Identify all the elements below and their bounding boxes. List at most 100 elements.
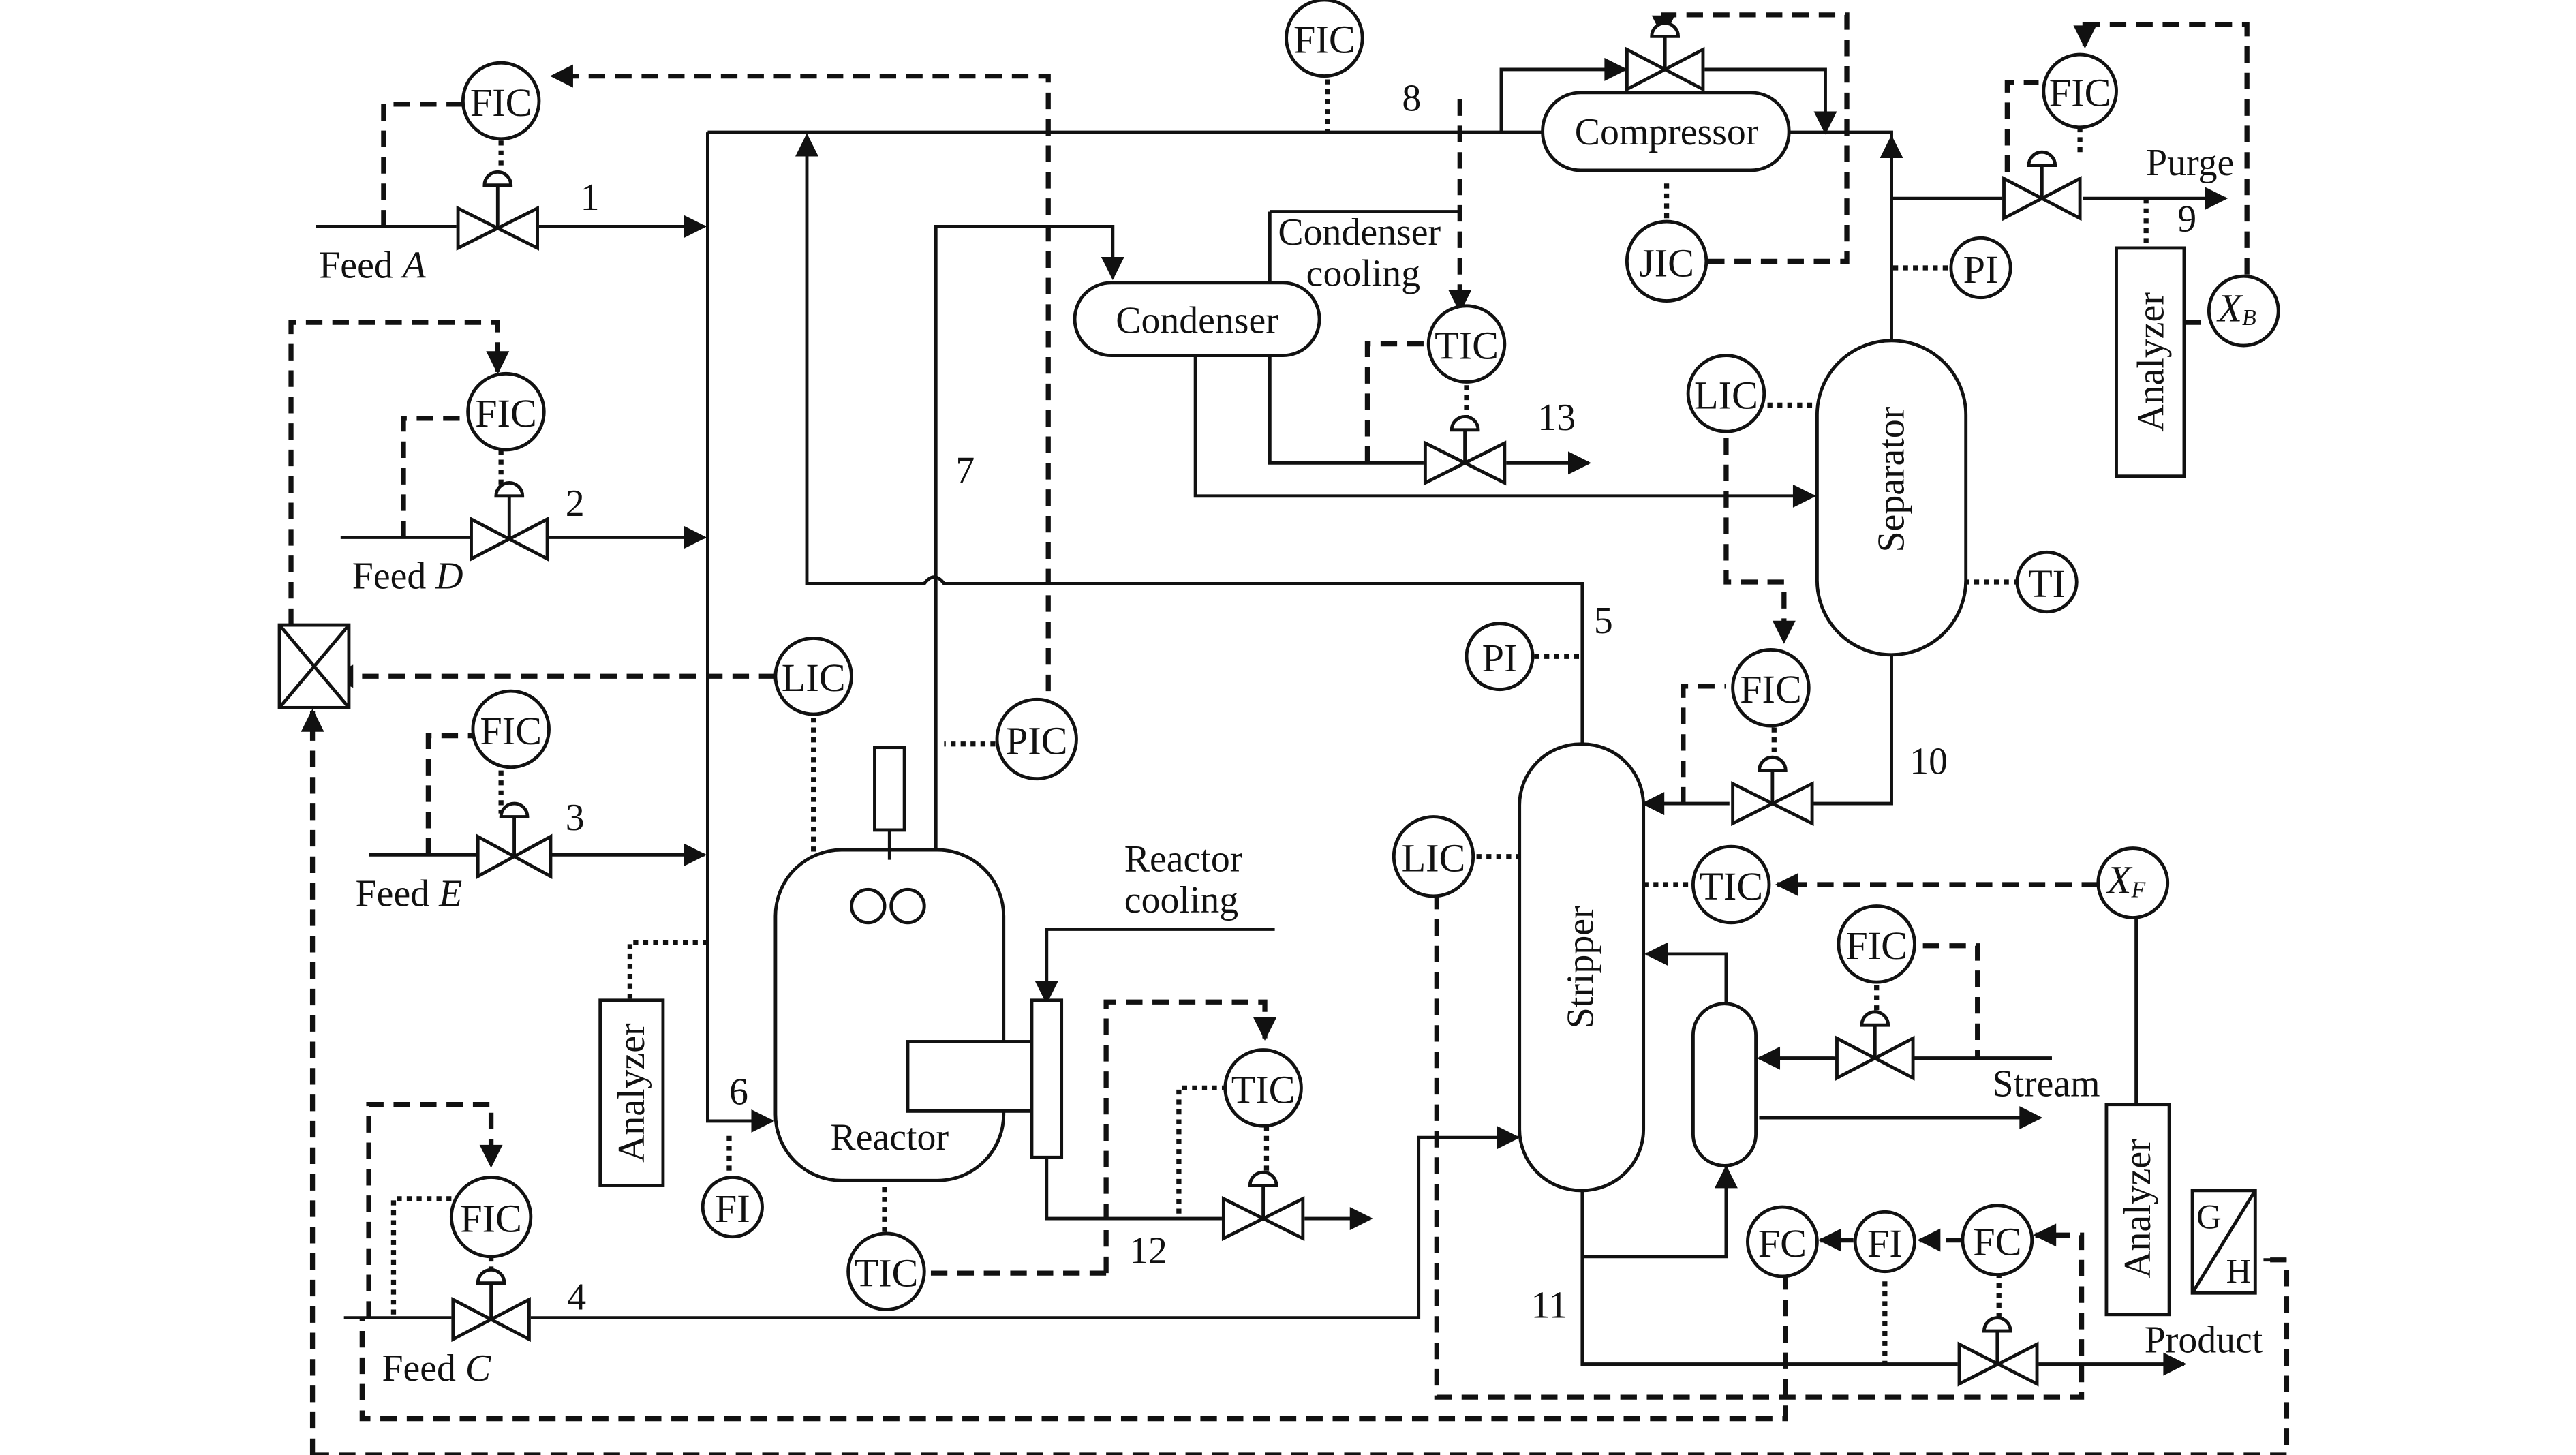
fic-feed-c-bubble [449,1175,533,1259]
condenser [1073,281,1321,358]
feed-c-label: Feed C [382,1347,491,1390]
fc-left-bubble [1746,1205,1819,1278]
pi-stripper-tag: PI [1482,636,1518,680]
fic-recycle-tag: FIC [1293,18,1355,62]
valve-product [1957,1316,2039,1387]
analyzer-bottom-label: Analyzer [2117,1139,2159,1278]
stream-label: Stream [1993,1063,2100,1105]
fic-feed-c-tag: FIC [460,1197,522,1241]
lic-separator-tag: LIC [1694,373,1758,417]
fc-left-tag: FC [1758,1221,1807,1266]
fic-feed-e-bubble [471,689,551,769]
ti-separator-bubble [2015,550,2079,614]
fic-feed-e-tag: FIC [480,709,542,753]
valve-reactor-cooling [1221,1170,1305,1242]
lic-stripper-bubble [1392,815,1475,898]
instrument-tags: FIC FIC FIC FIC FIC FIC FIC FIC TIC TIC … [460,18,2256,1296]
stripper-label: Stripper [1559,906,1601,1028]
stripper [1518,742,1646,1193]
stream-13-label: 13 [1537,397,1576,439]
xf-tag: XF [2106,857,2147,902]
fic-recycle-bubble [1285,0,1364,78]
xb-tag: XB [2216,286,2256,331]
valve-feed-d [470,481,549,562]
compressor-label: Compressor [1575,111,1759,153]
ti-separator-tag: TI [2028,562,2066,606]
fi-product-tag: FI [1867,1221,1903,1266]
equipment-details [278,624,2257,1294]
stream-1-label: 1 [581,177,600,219]
fic-sep-bottom-bubble [1731,648,1811,728]
reboiler [1691,1002,1758,1167]
g-label: G [2196,1199,2222,1237]
fc-right-tag: FC [1973,1220,2021,1264]
tic-stripper-bubble [1691,844,1771,925]
valve-feed-e [476,801,553,879]
reactor-cooling-label-1: Reactor [1124,838,1243,880]
tic-reactor-cooling-tag: TIC [1231,1067,1295,1112]
jic-compressor-tag: JIC [1639,241,1694,285]
feed-a-label: Feed A [319,245,426,287]
fi-product-bubble [1853,1210,1916,1274]
valve-condenser-cooling [1423,415,1507,486]
stream-9-label: 9 [2177,198,2196,241]
lic-reactor-tag: LIC [782,656,846,700]
stream-10-label: 10 [1910,740,1948,782]
condenser-label: Condenser [1116,300,1278,342]
separator [1815,339,1968,657]
tic-reactor-bubble [846,1231,926,1311]
reactor-label: Reactor [831,1116,949,1159]
condenser-cooling-label-2: cooling [1306,253,1420,295]
stream-2-label: 2 [566,483,585,525]
fic-feed-d-bubble [466,371,546,452]
valve-feed-a [456,170,539,251]
valves [451,21,2082,1387]
fc-right-bubble [1961,1204,2034,1276]
tic-stripper-tag: TIC [1699,864,1763,908]
analyzer-left-label: Analyzer [611,1023,653,1163]
analyzer-left [598,998,665,1187]
tic-reactor-tag: TIC [855,1251,919,1296]
jic-compressor-bubble [1625,219,1708,303]
stream-12-label: 12 [1129,1230,1167,1272]
pi-stripper-bubble [1465,622,1535,692]
equipment [277,91,2257,1317]
stream-11-label: 11 [1531,1285,1568,1327]
xf-bubble [2096,846,2170,919]
control-signal-lines [288,12,2290,1455]
feed-e-label: Feed E [356,873,463,915]
stream-4-label: 4 [567,1276,586,1319]
pic-reactor-bubble [995,697,1078,781]
fi-reactor-bubble [701,1175,764,1239]
fic-steam-tag: FIC [1845,923,1907,968]
text-labels: Feed A Feed D Feed E Feed C Condenser co… [319,78,2263,1390]
valve-compressor-recycle [1625,21,1705,93]
condenser-cooling-label-1: Condenser [1278,211,1441,254]
fic-sep-bottom-tag: FIC [1740,667,1802,711]
fic-feed-a-bubble [461,61,541,141]
lic-reactor-bubble [773,637,853,716]
fic-feed-a-tag: FIC [470,80,532,125]
lic-separator-bubble [1686,354,1766,433]
process-lines [316,57,2287,1376]
analyzer-top-label: Analyzer [2130,292,2172,432]
valve-steam [1835,1010,1915,1081]
h-label: H [2226,1253,2252,1291]
reactor-heat-exchanger [906,1040,1034,1113]
pi-separator-tag: PI [1963,247,1999,292]
stream-8-label: 8 [1402,78,1421,120]
equipment-labels: Compressor Condenser Separator Stripper … [611,111,2252,1291]
fic-purge-tag: FIC [2049,70,2111,114]
fic-steam-bubble [1837,904,1916,984]
lic-stripper-tag: LIC [1402,836,1466,880]
tic-condenser-bubble [1426,304,1507,384]
valve-purge [2002,150,2082,221]
valve-separator-bottom [1731,755,1814,827]
purge-label: Purge [2146,142,2234,184]
product-label: Product [2145,1319,2263,1362]
analyzer-bottom [2104,1103,2171,1317]
stream-7-label: 7 [955,449,975,491]
xb-bubble [2207,274,2280,348]
tic-reactor-cooling-bubble [1223,1048,1303,1128]
